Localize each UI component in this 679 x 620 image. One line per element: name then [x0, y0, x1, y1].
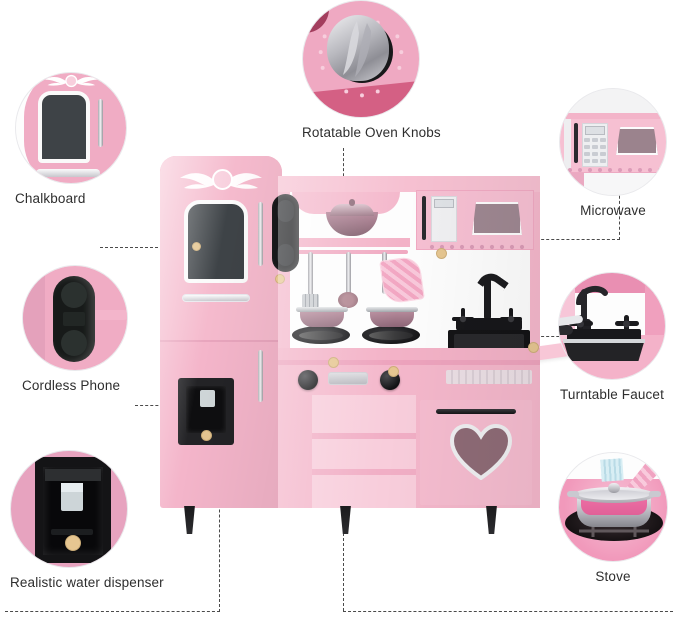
phone-mouthpiece	[277, 244, 294, 266]
chalkboard-thumbnail	[15, 72, 127, 184]
cooking-pot-left	[300, 310, 344, 327]
callout-stove: Stove	[558, 452, 668, 584]
cooking-pot-right-rim	[366, 307, 418, 312]
utensil-hanging-bar	[292, 250, 408, 254]
oven-vent-grille	[446, 370, 532, 384]
skimmer-head	[338, 292, 358, 308]
faucet-base-plate	[456, 318, 522, 331]
microwave-button-row	[429, 244, 525, 250]
upper-shelf	[290, 238, 410, 247]
faucet-spout-column	[484, 278, 491, 320]
cabinet-shading	[278, 176, 540, 508]
microwave-display	[434, 199, 454, 208]
callout-label-chalkboard: Chalkboard	[15, 191, 86, 206]
open-shelving-unit	[312, 395, 416, 508]
cooking-pot-right	[370, 310, 414, 327]
oven-knob-thumbnail	[302, 0, 420, 118]
countertop-marker	[328, 357, 339, 368]
stove-grate-right	[369, 331, 413, 340]
phone-earpiece	[277, 200, 294, 222]
spatula-handle	[308, 252, 313, 298]
pot-lid-knob	[349, 199, 355, 206]
countertop-edge	[278, 360, 540, 365]
leg-right	[486, 506, 497, 534]
connector-water-dispenser	[219, 405, 220, 612]
callout-label-oven-knobs: Rotatable Oven Knobs	[302, 125, 441, 140]
fridge-shading	[160, 156, 282, 508]
faucet-hot-handle	[452, 308, 474, 330]
callout-turntable-faucet: Turntable Faucet	[558, 272, 666, 402]
callout-microwave: Microwave	[559, 88, 667, 218]
connector-microwave-riser	[619, 170, 620, 240]
pot-lid	[330, 204, 374, 216]
connector-chalkboard	[100, 247, 218, 248]
skimmer-handle	[346, 252, 351, 296]
phone-mount-knob	[275, 274, 285, 284]
leg-center	[340, 506, 351, 534]
cordless-phone-thumbnail	[22, 265, 128, 371]
callout-label-water-dispenser: Realistic water dispenser	[10, 575, 164, 590]
connector-water-dispenser-run	[5, 611, 220, 612]
callout-label-turntable-faucet: Turntable Faucet	[560, 387, 664, 402]
decorative-arch	[292, 192, 400, 214]
oven-display-plate	[328, 372, 368, 385]
callout-label-microwave: Microwave	[580, 203, 646, 218]
microwave-door-knob	[436, 248, 447, 259]
stove-thumbnail	[558, 452, 668, 562]
callout-chalkboard: Chalkboard	[15, 72, 127, 206]
spatula-head	[302, 294, 319, 308]
open-shelf-lower	[312, 469, 416, 475]
callout-label-cordless-phone: Cordless Phone	[22, 378, 121, 393]
sink-edge-marker	[528, 342, 539, 353]
callout-label-stove: Stove	[595, 569, 631, 584]
microwave-handle	[422, 196, 426, 240]
turntable-faucet-thumbnail	[558, 272, 666, 380]
callout-oven-knobs: Rotatable Oven Knobs	[302, 0, 441, 140]
sink-basin-inner	[454, 334, 524, 350]
heart-window-icon	[450, 424, 512, 480]
top-shelf-rail	[278, 176, 540, 192]
water-dispenser-thumbnail	[10, 450, 128, 568]
leg-left	[184, 506, 195, 534]
cooking-pot-left-rim	[296, 307, 348, 312]
toy-kitchen-product-image	[150, 128, 602, 553]
connector-stove-run	[343, 611, 673, 612]
oven-knob-left[interactable]	[298, 370, 318, 390]
oven-knob-marker	[388, 366, 399, 377]
callout-cordless-phone: Cordless Phone	[22, 265, 128, 393]
open-shelf-upper	[312, 433, 416, 439]
oven-door-handle	[436, 409, 516, 414]
stove-grate-left	[299, 331, 343, 340]
microwave-thumbnail	[559, 88, 667, 196]
callout-water-dispenser: Realistic water dispenser	[10, 450, 164, 590]
countertop-surface	[278, 348, 540, 362]
faucet-cold-handle	[500, 308, 522, 330]
